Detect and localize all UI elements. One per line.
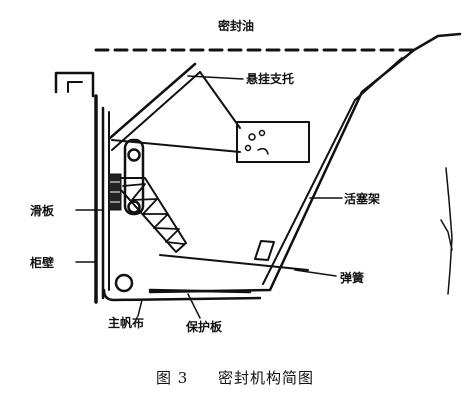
label-slide-plate: 滑板	[30, 203, 55, 218]
frame-window	[254, 240, 275, 261]
label-suspension-bracket: 悬挂支托	[245, 71, 294, 86]
label-main-sealing-cloth: 主帆布	[108, 315, 144, 330]
label-cabinet-wall: 柜壁	[29, 255, 54, 270]
main-sealing-cloth	[102, 288, 262, 302]
spring-coil	[122, 183, 185, 245]
top-bracket-inner	[67, 81, 83, 93]
suspension-arm-lower-link	[111, 139, 241, 153]
bracket-bolt	[244, 144, 252, 152]
top-bracket	[54, 71, 95, 98]
bracket-bolt	[258, 129, 266, 137]
figure-title: 密封机构简图	[218, 369, 314, 387]
leader-spring	[294, 269, 337, 277]
label-spring: 弹簧	[340, 270, 364, 285]
bracket-curve	[257, 147, 269, 155]
piston-frame-diagonal	[148, 48, 416, 294]
suspension-arm-diagonal	[199, 71, 241, 129]
piston-frame-inner	[262, 57, 403, 285]
spring-housing	[120, 177, 187, 253]
suspension-arm-lower	[111, 71, 201, 151]
bracket-bolt	[248, 133, 256, 141]
spring-tie-line	[159, 254, 309, 271]
label-piston-frame: 活塞架	[344, 191, 380, 206]
right-margin-stroke	[445, 167, 453, 295]
pivot-upper	[127, 148, 141, 162]
label-seal-oil: 密封油	[218, 18, 254, 33]
figure-number: 图 3	[156, 369, 188, 387]
right-margin-stroke	[440, 219, 453, 251]
leader-main-cloth	[137, 299, 143, 317]
pivot-lower	[127, 200, 141, 214]
piston-frame	[412, 32, 462, 52]
suspension-arm-upper	[108, 62, 197, 140]
label-protective-plate: 保护板	[185, 319, 223, 334]
protective-plate	[148, 288, 252, 294]
suspension-bracket-box	[236, 121, 310, 163]
leader-protective-plate	[187, 293, 201, 319]
leader-suspension-bracket	[187, 75, 244, 80]
main-cloth-roller	[114, 273, 134, 293]
